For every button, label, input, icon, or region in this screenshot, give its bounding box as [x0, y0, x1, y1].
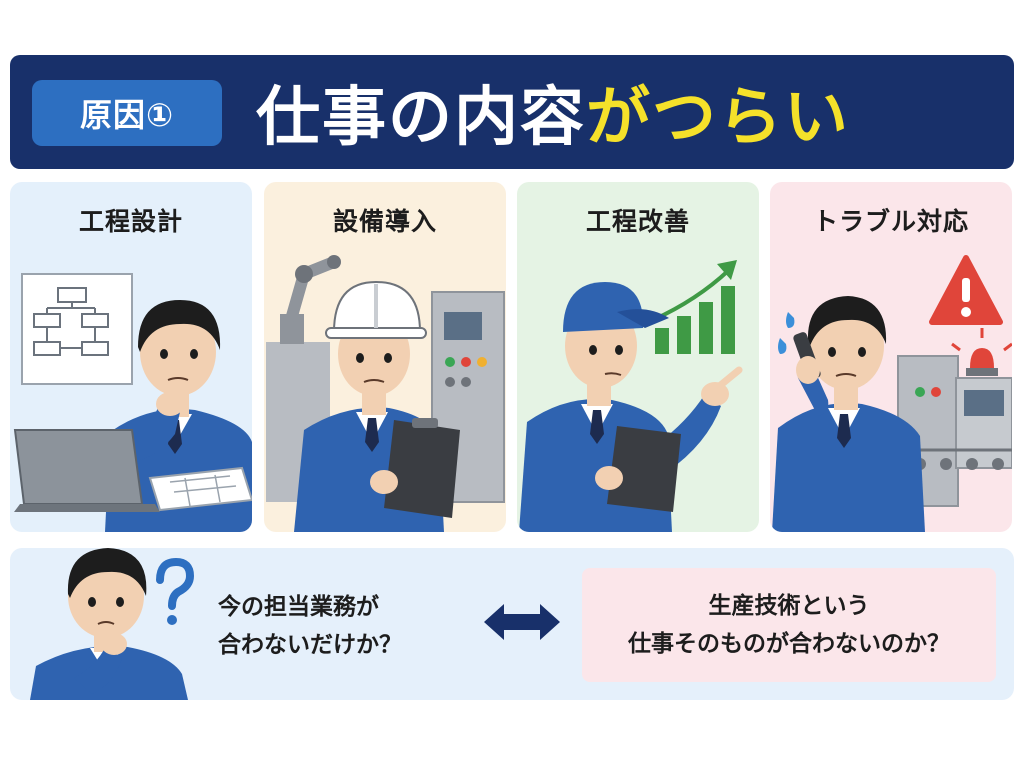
growth-chart-icon [652, 260, 737, 354]
panel-equipment-introduction: 設備導入 [264, 182, 506, 532]
headline: 仕事の内容がつらい [256, 67, 850, 157]
phone-icon [793, 332, 829, 416]
question-mark-icon [156, 557, 195, 625]
question-line: 合わないだけか？ [218, 632, 402, 658]
double-arrow-icon [484, 604, 560, 640]
equipment-introduction-illustration [266, 255, 505, 532]
headline-emphasis: がつらい [586, 81, 850, 155]
laptop-icon [13, 429, 160, 512]
work-cap-icon [563, 282, 669, 332]
question-line: 今の担当業務が [218, 594, 379, 620]
question-line: 生産技術という [708, 593, 870, 619]
hard-hat-icon [325, 280, 427, 339]
panel-title: 設備導入 [332, 207, 437, 236]
warning-icon [929, 255, 1003, 325]
question-job-fit-box: 生産技術という 仕事そのものが合わないのか？ [582, 568, 996, 682]
header-banner: 原因① 仕事の内容がつらい [10, 55, 1014, 169]
question-current-assignment: 今の担当業務が 合わないだけか？ [218, 588, 458, 664]
pondering-person-icon [30, 548, 188, 700]
panel-title: 工程設計 [78, 207, 183, 236]
flowchart-board-icon [21, 273, 133, 385]
tablet-icon [595, 426, 681, 512]
panel-process-design: 工程設計 [10, 182, 252, 532]
process-design-illustration [13, 273, 252, 532]
blueprint-icon [148, 466, 252, 512]
cause-badge: 原因① [32, 80, 222, 146]
panel-title: トラブル対応 [812, 207, 969, 236]
engineer-person-icon [772, 296, 925, 532]
alarm-light-icon [951, 328, 1012, 376]
question-section: 今の担当業務が 合わないだけか？ 生産技術という 仕事そのものが合わないのか？ [10, 548, 1014, 700]
panel-trouble-response: トラブル対応 [770, 182, 1012, 532]
pondering-person-illustration [30, 548, 195, 700]
headline-main: 仕事の内容 [256, 81, 586, 155]
panel-process-improvement: 工程改善 [517, 182, 759, 532]
clipboard-icon [370, 418, 460, 518]
panel-title: 工程改善 [585, 207, 690, 236]
trouble-response-illustration [772, 255, 1012, 532]
process-improvement-illustration [519, 260, 743, 532]
sweat-drops-icon [778, 312, 795, 354]
question-line: 仕事そのものが合わないのか？ [628, 631, 950, 657]
